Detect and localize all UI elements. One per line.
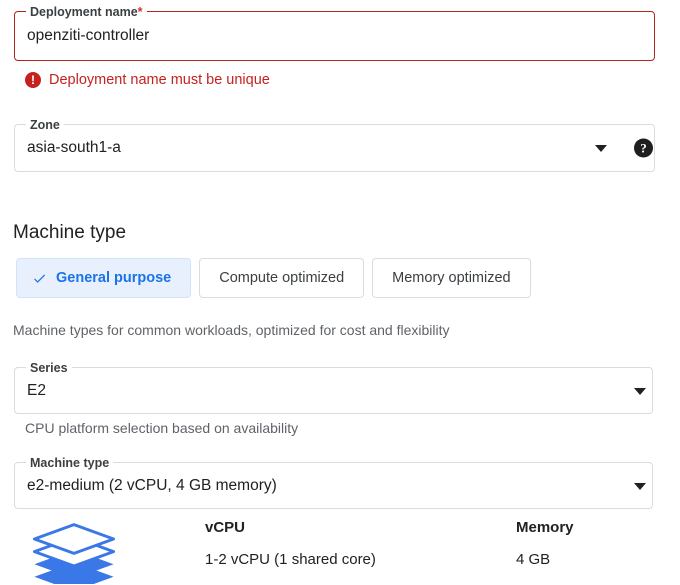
spec-column-memory: Memory 4 GB (516, 518, 574, 570)
toggle-compute-optimized-label: Compute optimized (219, 270, 345, 286)
machine-family-description: Machine types for common workloads, opti… (13, 322, 450, 338)
toggle-compute-optimized[interactable]: Compute optimized (199, 258, 365, 298)
toggle-general-purpose-label: General purpose (56, 270, 172, 286)
deployment-name-value[interactable]: openziti-controller (27, 27, 150, 44)
spec-vcpu-header: vCPU (205, 519, 246, 536)
error-message-text: Deployment name must be unique (49, 72, 270, 88)
machine-type-field[interactable]: Machine type e2-medium (2 vCPU, 4 GB mem… (14, 455, 653, 509)
toggle-memory-optimized-label: Memory optimized (392, 270, 511, 286)
series-field[interactable]: Series E2 (14, 360, 653, 414)
spec-memory-value: 4 GB (516, 551, 551, 568)
deployment-name-label: Deployment name* (26, 4, 147, 20)
zone-field[interactable]: Zone asia-south1-a ? (14, 117, 655, 172)
spec-column-vcpu: vCPU 1-2 vCPU (1 shared core) (205, 518, 376, 570)
spec-vcpu-value: 1-2 vCPU (1 shared core) (205, 551, 376, 568)
deployment-name-error: ! Deployment name must be unique (25, 71, 270, 89)
required-asterisk: * (137, 5, 143, 19)
page-title: Machine type (13, 222, 127, 243)
zone-value: asia-south1-a (27, 139, 121, 156)
chevron-down-icon[interactable] (634, 387, 646, 395)
deployment-name-label-text: Deployment name (30, 5, 138, 19)
zone-label: Zone (26, 117, 64, 133)
error-exclamation-icon: ! (25, 72, 41, 88)
toggle-memory-optimized[interactable]: Memory optimized (372, 258, 531, 298)
machine-family-toggle-group: General purpose Compute optimized Memory… (16, 258, 531, 298)
machine-type-value: e2-medium (2 vCPU, 4 GB memory) (27, 476, 277, 494)
series-label: Series (26, 360, 72, 376)
stacked-layers-icon (32, 523, 116, 584)
spec-memory-header: Memory (516, 519, 574, 536)
check-icon (34, 274, 46, 283)
machine-type-label: Machine type (26, 455, 114, 471)
series-helper-text: CPU platform selection based on availabi… (25, 420, 299, 436)
series-value: E2 (27, 381, 46, 399)
chevron-down-icon[interactable] (595, 145, 607, 152)
chevron-down-icon[interactable] (634, 482, 646, 490)
deployment-name-field[interactable]: Deployment name* openziti-controller (14, 4, 655, 61)
toggle-general-purpose[interactable]: General purpose (16, 258, 192, 298)
help-circle-icon[interactable]: ? (634, 138, 653, 158)
